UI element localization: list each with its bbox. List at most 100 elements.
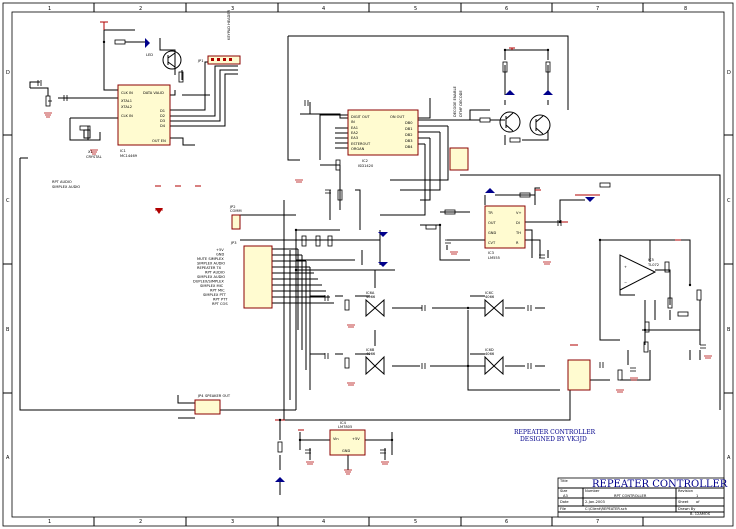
zone-column-labels-bottom: 1 2 3 4 5 6 7 xyxy=(48,519,599,525)
jp3-pin-7: SIMPLEX AUDIO xyxy=(197,275,225,279)
credits-designer: DESIGNED BY VK3JD xyxy=(520,436,587,443)
crystal-label: CRYSTAL xyxy=(86,155,102,159)
ic3-timer: TR OUT GND CVT V+ DI TH R IC3 LM555 xyxy=(484,205,526,260)
jp3-pin-6: RPT AUDIO xyxy=(205,271,225,275)
analog-switch-6d: IC6D 4066 xyxy=(484,348,504,376)
ic2-ref: IC2 xyxy=(362,159,368,163)
ic1-pin-clkin2: CLK IN xyxy=(121,114,133,118)
transistor-q3 xyxy=(529,114,551,136)
zone-col-7-bottom: 7 xyxy=(596,519,599,525)
drawn-label: Drawn By xyxy=(678,507,696,511)
ic3-pin-gnd: GND xyxy=(488,231,496,235)
zone-col-6-bottom: 6 xyxy=(505,519,508,525)
ic2-controller: DIGIT OUT IN EA1 EA2 EA3 ESTEROUT ORGAN … xyxy=(347,109,419,168)
zone-col-1: 1 xyxy=(48,6,51,12)
sheet-value: of xyxy=(696,500,700,504)
zone-row-d-right: D xyxy=(727,70,731,76)
ic3-pin-tr: TR xyxy=(487,211,493,215)
jp3-ref: JP3 xyxy=(230,241,237,245)
ic2-part: ISD1420 xyxy=(358,164,374,168)
ic1-pin-xtal1: XTAL1 xyxy=(121,99,132,103)
jp3-pin-11: SIMPLEX PTT xyxy=(203,293,227,297)
zone-row-a-right: A xyxy=(727,455,731,461)
switch-6a-ref: IC6A xyxy=(366,291,375,295)
analog-switch-6c: IC6C 4066 xyxy=(484,291,504,318)
ic1-pin-out-en: OUT EN xyxy=(152,139,166,143)
ic1-part: MC14469 xyxy=(120,154,138,158)
zone-row-c-right: C xyxy=(727,198,731,204)
junction-dots xyxy=(102,40,692,442)
ic4-part: LM7805 xyxy=(338,425,352,429)
ic3-pin-v: V+ xyxy=(516,211,521,215)
ic2-pin-5: EA3 xyxy=(351,136,358,140)
capacitors xyxy=(37,80,706,454)
ic2-pin-3: EA1 xyxy=(351,126,358,130)
ic3-pin-cvt: CVT xyxy=(488,241,496,245)
switch-6d-ref: IC6D xyxy=(485,348,494,352)
gnd-flag xyxy=(155,208,163,214)
ic2-pin-r3: DB1 xyxy=(405,127,413,131)
ic4-pin-5v: +5V xyxy=(352,437,360,441)
connector-jp2: JP2 COMM xyxy=(229,205,242,230)
ic2-pin-2: IN xyxy=(351,120,355,124)
analog-switch-6a: IC6A 4066 xyxy=(365,291,385,318)
connector-jp4: JP4 SPEAKER OUT xyxy=(194,394,231,415)
potentiometers xyxy=(45,95,623,381)
jp2-ref: JP2 xyxy=(229,205,236,209)
zone-row-labels: D C B A D C B A xyxy=(6,70,731,461)
zone-column-labels-top: 1 2 3 4 5 6 7 8 xyxy=(48,6,687,12)
size-label: Size xyxy=(560,489,568,493)
number-label: Number xyxy=(585,489,600,493)
ic1-pin-xtal2: XTAL2 xyxy=(121,105,132,109)
zone-col-1-bottom: 1 xyxy=(48,519,51,525)
number-value: RPT CONTROLLER xyxy=(614,494,647,498)
jp1-ref: JP1 xyxy=(197,59,204,63)
ic4-pin-vin: Vin xyxy=(333,437,339,441)
zone-col-8: 8 xyxy=(684,6,687,12)
ic2-pin-r1: ON OUT xyxy=(390,115,405,119)
ic2-pin-1: DIGIT OUT xyxy=(351,115,370,119)
ic2-pin-r2: DB0 xyxy=(405,121,413,125)
decode-enable-label: DECODE ENABLE xyxy=(453,86,457,117)
ic2-pin-r5: DB3 xyxy=(405,139,413,143)
ic2-pin-7: ORGAN xyxy=(351,147,365,151)
jp3-pin-13: RPT COS xyxy=(212,302,228,306)
svg-text:+: + xyxy=(624,265,627,269)
file-label: File xyxy=(560,507,567,511)
connector-jp1: JP1 KEYPAD HEADER xyxy=(197,9,241,65)
date-value: 2-Jan-2003 xyxy=(585,500,605,504)
ic1-pin-d1: D1 xyxy=(160,109,165,113)
switch-6b-part: 4066 xyxy=(366,352,376,356)
jp4-label: SPEAKER OUT xyxy=(205,394,231,398)
ic4-regulator: Vin +5V GND IC4 LM7805 xyxy=(329,421,366,456)
jp3-pin-3: MUTE SIMPLEX xyxy=(197,257,224,261)
switch-6b-ref: IC6B xyxy=(366,348,375,352)
file-value: C:\Client\REPEATER.sch xyxy=(585,507,627,511)
transistor-q2 xyxy=(499,111,521,133)
ic3-pin-out: OUT xyxy=(488,221,496,225)
jp3-pin-5: REPEATER TX xyxy=(197,266,222,270)
ic1-pin-d3: D3 xyxy=(160,119,165,123)
zone-col-2-bottom: 2 xyxy=(139,519,142,525)
ic1-tone-decoder: CLK IN XTAL1 XTAL2 CLK IN DATA VALID D1 … xyxy=(117,84,171,158)
power-symbols xyxy=(100,21,681,431)
sheet-label: Sheet xyxy=(678,500,689,504)
jp3-pin-1: +5V xyxy=(216,248,224,252)
title-label: Title xyxy=(559,479,568,483)
ground-symbols xyxy=(44,112,712,475)
ic1-pin-data-valid: DATA VALID xyxy=(143,91,164,95)
switch-6d-part: 4066 xyxy=(485,352,495,356)
crystal-ref: X1 xyxy=(88,150,93,154)
ic3-pin-r: R xyxy=(516,241,519,245)
ic3-part: LM555 xyxy=(488,256,500,260)
led-indicators xyxy=(145,38,595,482)
svg-text:−: − xyxy=(624,281,627,285)
zone-col-3-bottom: 3 xyxy=(231,519,234,525)
switch-6a-part: 4066 xyxy=(366,295,376,299)
zone-row-b-left: B xyxy=(6,327,10,333)
simplex-audio-label: SIMPLEX AUDIO xyxy=(52,185,80,189)
ic1-ref: IC1 xyxy=(120,149,126,153)
ic3-ref: IC3 xyxy=(488,251,494,255)
